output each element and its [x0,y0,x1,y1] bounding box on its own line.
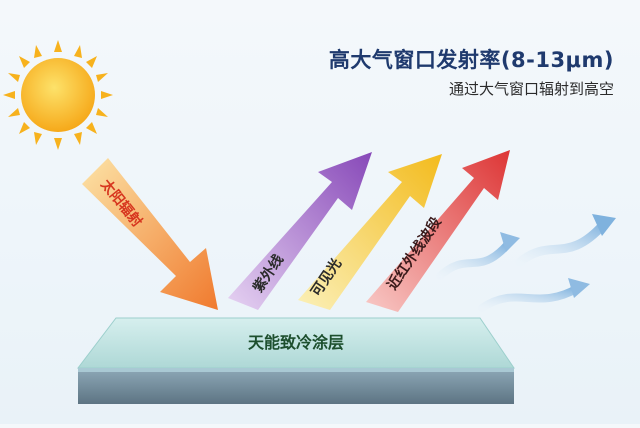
page-subtitle: 通过大气窗口辐射到高空 [448,80,614,98]
sun-icon [3,40,113,150]
cooling-coating-slab: 天能致冷涂层 [76,317,515,404]
coating-label: 天能致冷涂层 [248,333,344,352]
heat-wave-arrows-icon [436,214,616,312]
nir-arrow: 近红外线波段 [366,150,510,312]
page-title: 高大气窗口发射率(8-13μm) [328,48,614,72]
uv-arrow: 紫外线 [228,152,372,310]
solar-radiation-arrow: 太阳辐射 [82,158,218,310]
